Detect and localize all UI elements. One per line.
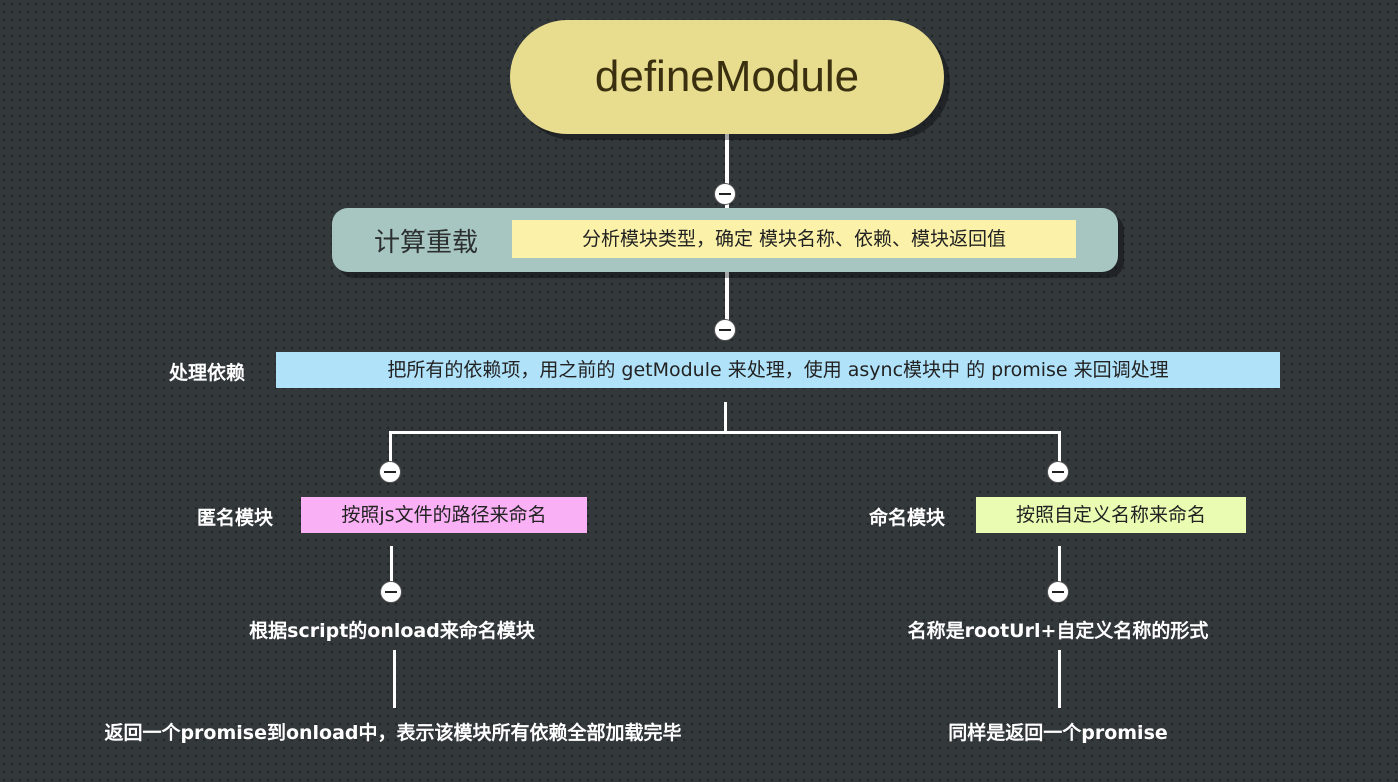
- root-node-definemodule[interactable]: defineModule: [510, 20, 944, 134]
- deps-node-note: 把所有的依赖项，用之前的 getModule 来处理，使用 async模块中 的…: [276, 352, 1280, 388]
- connector-anonymous-step2: [393, 650, 396, 708]
- connector-anonymous-branch: [389, 431, 392, 463]
- connector-named-branch: [1058, 431, 1061, 463]
- collapse-root-button[interactable]: [714, 183, 736, 205]
- connector-root-calc: [725, 134, 729, 208]
- root-node-label: defineModule: [594, 52, 860, 101]
- collapse-anonymous-step-button[interactable]: [380, 581, 402, 603]
- connector-horizontal-branch: [389, 431, 1061, 434]
- connector-named-step2: [1058, 650, 1061, 708]
- connector-anonymous-step1: [390, 546, 393, 582]
- collapse-named-button[interactable]: [1047, 461, 1069, 483]
- named-step2-text[interactable]: 同样是返回一个promise: [948, 722, 1168, 744]
- connector-deps-split: [724, 402, 727, 433]
- named-step1-text[interactable]: 名称是rootUrl+自定义名称的形式: [907, 620, 1209, 642]
- connector-calc-deps: [725, 272, 729, 338]
- collapse-calc-button[interactable]: [714, 319, 736, 341]
- named-module-label[interactable]: 命名模块: [869, 507, 946, 529]
- connector-named-step1: [1058, 546, 1061, 582]
- anonymous-module-note: 按照js文件的路径来命名: [301, 497, 587, 533]
- calc-overload-node[interactable]: 计算重载 分析模块类型，确定 模块名称、依赖、模块返回值: [332, 208, 1118, 272]
- collapse-named-step-button[interactable]: [1047, 581, 1069, 603]
- anonymous-step2-text[interactable]: 返回一个promise到onload中，表示该模块所有依赖全部加载完毕: [104, 722, 682, 744]
- named-module-note: 按照自定义名称来命名: [976, 497, 1246, 533]
- calc-overload-note: 分析模块类型，确定 模块名称、依赖、模块返回值: [512, 220, 1076, 258]
- anonymous-step1-text[interactable]: 根据script的onload来命名模块: [249, 620, 535, 642]
- deps-node-label[interactable]: 处理依赖: [169, 362, 246, 384]
- anonymous-module-label[interactable]: 匿名模块: [197, 507, 274, 529]
- collapse-anonymous-button[interactable]: [379, 461, 401, 483]
- calc-overload-label: 计算重载: [374, 228, 479, 258]
